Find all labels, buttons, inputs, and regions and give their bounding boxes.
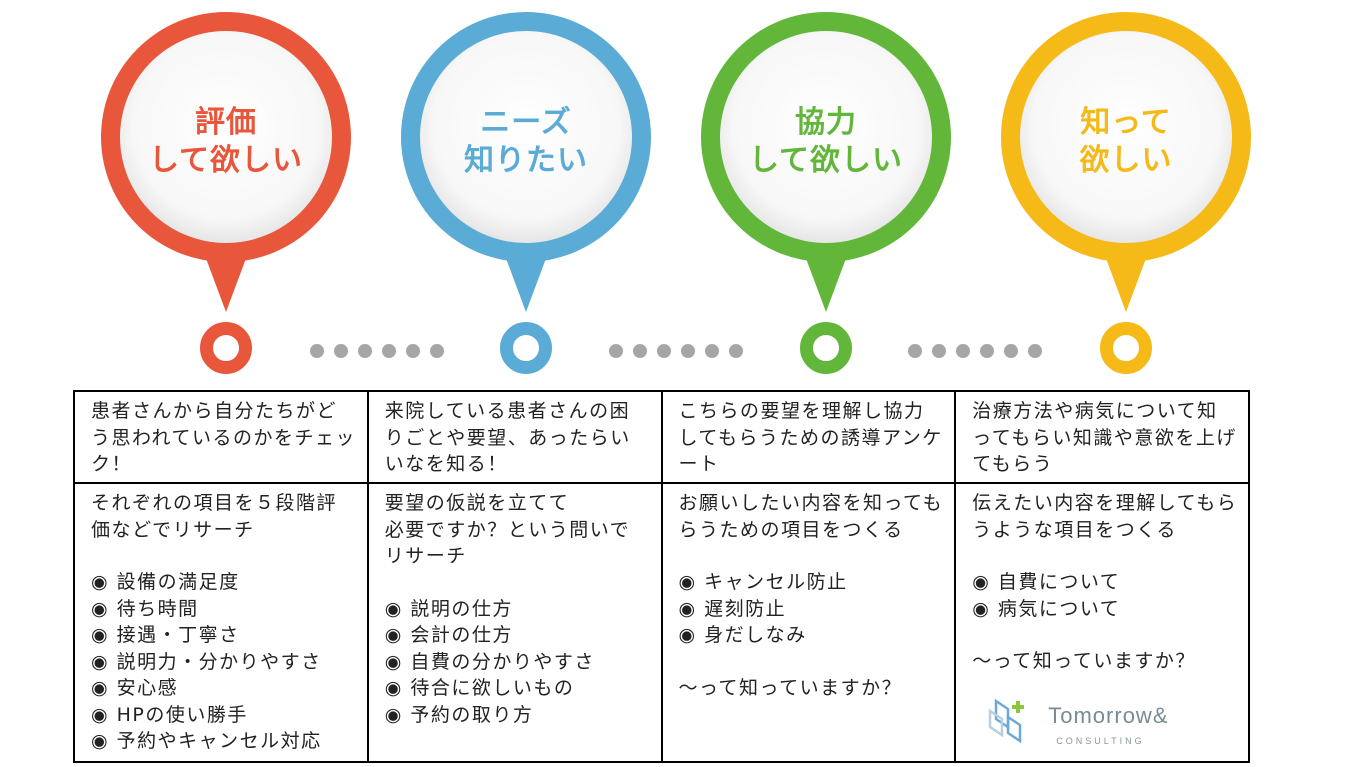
- timeline-ring-red: [200, 322, 252, 374]
- list-item: 説明力・分かりやすさ: [91, 649, 357, 676]
- detail-cell: それぞれの項目を５段階評価などでリサーチ 設備の満足度 待ち時間 接遇・丁寧さ …: [73, 482, 369, 763]
- list-item: 身だしなみ: [679, 622, 945, 649]
- summary-cell: 来院している患者さんの困りごとや要望、あったらいいなを知る！: [366, 390, 663, 484]
- dot: [633, 344, 647, 358]
- dot: [334, 344, 348, 358]
- summary-cell: 患者さんから自分たちがどう思われているのかをチェック！: [73, 390, 369, 484]
- list-item: 病気について: [972, 596, 1238, 623]
- dot: [430, 344, 444, 358]
- detail-intro: 伝えたい内容を理解してもらうような項目をつくる: [972, 492, 1238, 541]
- dot: [310, 344, 324, 358]
- dot: [609, 344, 623, 358]
- list-item: HPの使い勝手: [91, 702, 357, 729]
- list-item: 設備の満足度: [91, 569, 357, 596]
- detail-cell: お願いしたい内容を知ってもらうための項目をつくる キャンセル防止 遅刻防止 身だ…: [660, 482, 957, 763]
- dot: [406, 344, 420, 358]
- list-item: 自費について: [972, 569, 1238, 596]
- summary-cell: こちらの要望を理解し協力してもらうための誘導アンケート: [660, 390, 957, 484]
- logo-name: Tomorrow&: [1048, 702, 1169, 728]
- pin-title: 知って欲しい: [1079, 105, 1173, 178]
- list-item: 会計の仕方: [385, 622, 651, 649]
- dot: [729, 344, 743, 358]
- list-item: 安心感: [91, 675, 357, 702]
- pin-cooperation: 協力して欲しい: [701, 12, 951, 312]
- list-item: 予約やキャンセル対応: [91, 728, 357, 755]
- list-item: 待合に欲しいもの: [385, 675, 651, 702]
- dot-connector: [310, 344, 444, 358]
- pin-title: 評価して欲しい: [148, 105, 304, 178]
- dot: [956, 344, 970, 358]
- summary-row: 患者さんから自分たちがどう思われているのかをチェック！ 来院している患者さんの困…: [73, 390, 1250, 484]
- list-item: 待ち時間: [91, 596, 357, 623]
- dot: [1004, 344, 1018, 358]
- timeline-ring-green: [800, 322, 852, 374]
- closing-question: ～って知っていますか？: [972, 650, 1196, 672]
- dot: [932, 344, 946, 358]
- pin-title: 協力して欲しい: [748, 105, 904, 178]
- dot: [1028, 344, 1042, 358]
- detail-intro: それぞれの項目を５段階評価などでリサーチ: [91, 492, 338, 541]
- pin-evaluation: 評価して欲しい: [101, 12, 351, 312]
- detail-row: それぞれの項目を５段階評価などでリサーチ 設備の満足度 待ち時間 接遇・丁寧さ …: [73, 482, 1250, 763]
- list-item: キャンセル防止: [679, 569, 945, 596]
- dot: [358, 344, 372, 358]
- detail-intro: お願いしたい内容を知ってもらうための項目をつくる: [678, 492, 944, 541]
- list-item: 説明の仕方: [385, 596, 651, 623]
- pin-awareness: 知って欲しい: [1001, 12, 1251, 312]
- description-table: 患者さんから自分たちがどう思われているのかをチェック！ 来院している患者さんの困…: [73, 390, 1250, 763]
- timeline-ring-blue: [500, 322, 552, 374]
- pin-shape: [401, 12, 651, 312]
- dot: [681, 344, 695, 358]
- detail-cell: 伝えたい内容を理解してもらうような項目をつくる 自費について 病気について ～っ…: [954, 482, 1250, 763]
- detail-cell: 要望の仮説を立てて 必要ですか？という問いでリサーチ 説明の仕方 会計の仕方 自…: [366, 482, 663, 763]
- dot: [705, 344, 719, 358]
- dot: [980, 344, 994, 358]
- list-item: 遅刻防止: [679, 596, 945, 623]
- company-logo: Tomorrow& CONSULTING: [982, 695, 1238, 746]
- list-item: 自費の分かりやすさ: [385, 649, 651, 676]
- pin-shape: [1001, 12, 1251, 312]
- summary-cell: 治療方法や病気について知ってもらい知識や意欲を上げてもらう: [954, 390, 1250, 484]
- closing-question: ～って知っていますか？: [678, 676, 903, 699]
- dot: [908, 344, 922, 358]
- list-item: 予約の取り方: [385, 702, 651, 729]
- pin-title: ニーズ知りたい: [464, 105, 588, 178]
- dot-connector: [609, 344, 743, 358]
- dot: [382, 344, 396, 358]
- dot: [657, 344, 671, 358]
- pin-shape: [701, 12, 951, 312]
- timeline-ring-yellow: [1100, 322, 1152, 374]
- dot-connector: [908, 344, 1042, 358]
- list-item: 接遇・丁寧さ: [91, 622, 357, 649]
- detail-intro: 要望の仮説を立てて 必要ですか？という問いでリサーチ: [384, 492, 631, 567]
- logo-subtitle: CONSULTING: [1056, 735, 1145, 746]
- logo-mark-icon: [989, 698, 1025, 743]
- pin-shape: [101, 12, 351, 312]
- pin-needs: ニーズ知りたい: [401, 12, 651, 312]
